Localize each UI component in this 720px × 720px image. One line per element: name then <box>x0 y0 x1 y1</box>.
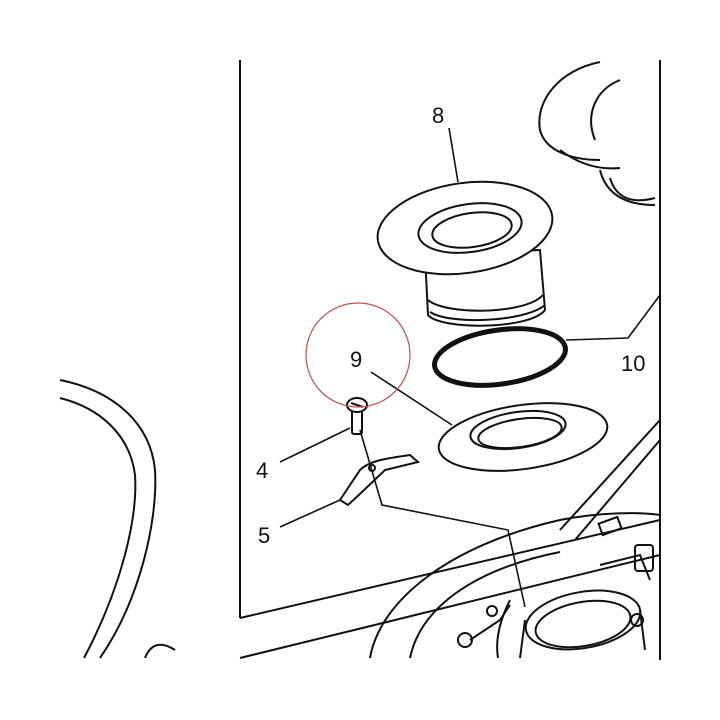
part-9-gasket <box>437 402 609 472</box>
callout-4: 4 <box>256 458 268 483</box>
highlight-circle <box>305 302 411 408</box>
part-8-velocity-stack <box>376 180 554 327</box>
adjacent-funnel <box>538 61 661 255</box>
callout-10: 10 <box>621 351 645 376</box>
hose-outline <box>59 379 176 659</box>
callout-9: 9 <box>350 347 362 372</box>
diagram-frame <box>239 60 661 660</box>
throttle-body-assembly <box>369 419 661 659</box>
callout-8: 8 <box>432 103 444 128</box>
leader-lines <box>279 127 661 608</box>
part-10-o-ring <box>432 326 568 388</box>
callout-5: 5 <box>258 523 270 548</box>
